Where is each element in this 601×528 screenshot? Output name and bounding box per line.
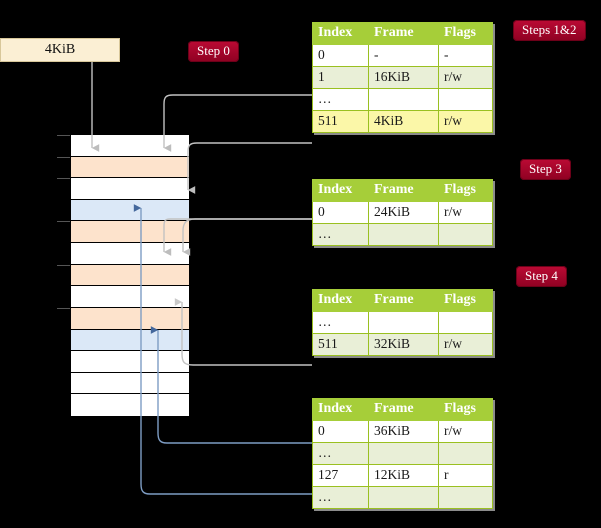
badge-step-3: Step 3 [520, 159, 571, 181]
table-row[interactable]: … [312, 486, 493, 509]
table-row[interactable]: 0-- [312, 44, 493, 67]
table-header-index: Index [312, 179, 369, 202]
table-cell-frame [368, 311, 439, 334]
memory-frame-row [71, 329, 189, 352]
table-cell-flags [438, 88, 493, 111]
memory-frame-row [71, 243, 189, 265]
table-cell-flags [438, 442, 493, 465]
memory-frame-row [71, 156, 189, 179]
wire-step4-l2-to-mem [174, 298, 312, 366]
table-cell-frame: 24KiB [368, 201, 439, 224]
table-cell-flags: - [438, 44, 493, 67]
table-cell-flags: r/w [438, 201, 493, 224]
table-cell-index: 0 [312, 420, 369, 443]
table-cell-flags: r/w [438, 420, 493, 443]
memory-frame-tick [57, 307, 70, 309]
badge-step-0: Step 0 [188, 41, 239, 63]
table-cell-index: 127 [312, 464, 369, 487]
memory-frame-row [71, 286, 189, 308]
memory-frame-row [71, 264, 189, 287]
memory-frame-row [71, 307, 189, 330]
table-cell-frame [368, 223, 439, 246]
memory-frame-row [71, 394, 189, 416]
table-cell-flags [438, 223, 493, 246]
table-header-index: Index [312, 289, 369, 312]
table-cell-frame: 4KiB [368, 110, 439, 133]
table-cell-index: 0 [312, 44, 369, 67]
table-cell-flags: r/w [438, 110, 493, 133]
memory-frame-row [71, 135, 189, 157]
table-cell-frame: 32KiB [368, 333, 439, 356]
table-cell-flags: r/w [438, 333, 493, 356]
table-cell-index: … [312, 223, 369, 246]
table-cell-index: 511 [312, 333, 369, 356]
physical-memory-column [57, 134, 190, 416]
table-header-frame: Frame [368, 398, 439, 421]
table-header-frame: Frame [368, 179, 439, 202]
wire-mem-hook-a [182, 218, 312, 256]
table-header-flags: Flags [438, 179, 493, 202]
memory-frame-tick [57, 221, 70, 223]
table-cell-flags: r [438, 464, 493, 487]
virtual-page-box: 4KiB [0, 38, 120, 62]
memory-frame-row [71, 221, 189, 244]
table-cell-index: … [312, 442, 369, 465]
memory-frame-row [71, 351, 189, 373]
memory-frame-tick [57, 156, 70, 158]
table-header-flags: Flags [438, 22, 493, 45]
table-cell-index: 511 [312, 110, 369, 133]
table-cell-index: … [312, 88, 369, 111]
memory-frame-row [71, 199, 189, 222]
table-header-flags: Flags [438, 398, 493, 421]
memory-frame-tick [57, 264, 70, 266]
table-cell-frame [368, 486, 439, 509]
table-cell-frame [368, 442, 439, 465]
table-header-frame: Frame [368, 22, 439, 45]
table-cell-flags: r/w [438, 66, 493, 89]
table-cell-frame: 36KiB [368, 420, 439, 443]
memory-frame-tick [57, 178, 70, 180]
table-header-index: Index [312, 398, 369, 421]
table-cell-frame [368, 88, 439, 111]
memory-frame-row [71, 178, 189, 200]
table-row[interactable]: … [312, 88, 493, 111]
table-cell-frame: 12KiB [368, 464, 439, 487]
table-header-index: Index [312, 22, 369, 45]
table-row[interactable]: … [312, 311, 493, 334]
table-cell-flags [438, 311, 493, 334]
table-cell-flags [438, 486, 493, 509]
table-row[interactable]: … [312, 442, 493, 465]
table-cell-frame: 16KiB [368, 66, 439, 89]
badge-steps-1-2: Steps 1&2 [513, 20, 586, 42]
memory-frame-tick [57, 135, 70, 136]
table-header-flags: Flags [438, 289, 493, 312]
table-row[interactable]: … [312, 223, 493, 246]
badge-step-4: Step 4 [516, 266, 567, 288]
table-cell-index: … [312, 486, 369, 509]
memory-frame-row [71, 372, 189, 395]
table-header-frame: Frame [368, 289, 439, 312]
table-cell-index: 0 [312, 201, 369, 224]
table-cell-index: 1 [312, 66, 369, 89]
table-cell-index: … [312, 311, 369, 334]
table-cell-frame: - [368, 44, 439, 67]
